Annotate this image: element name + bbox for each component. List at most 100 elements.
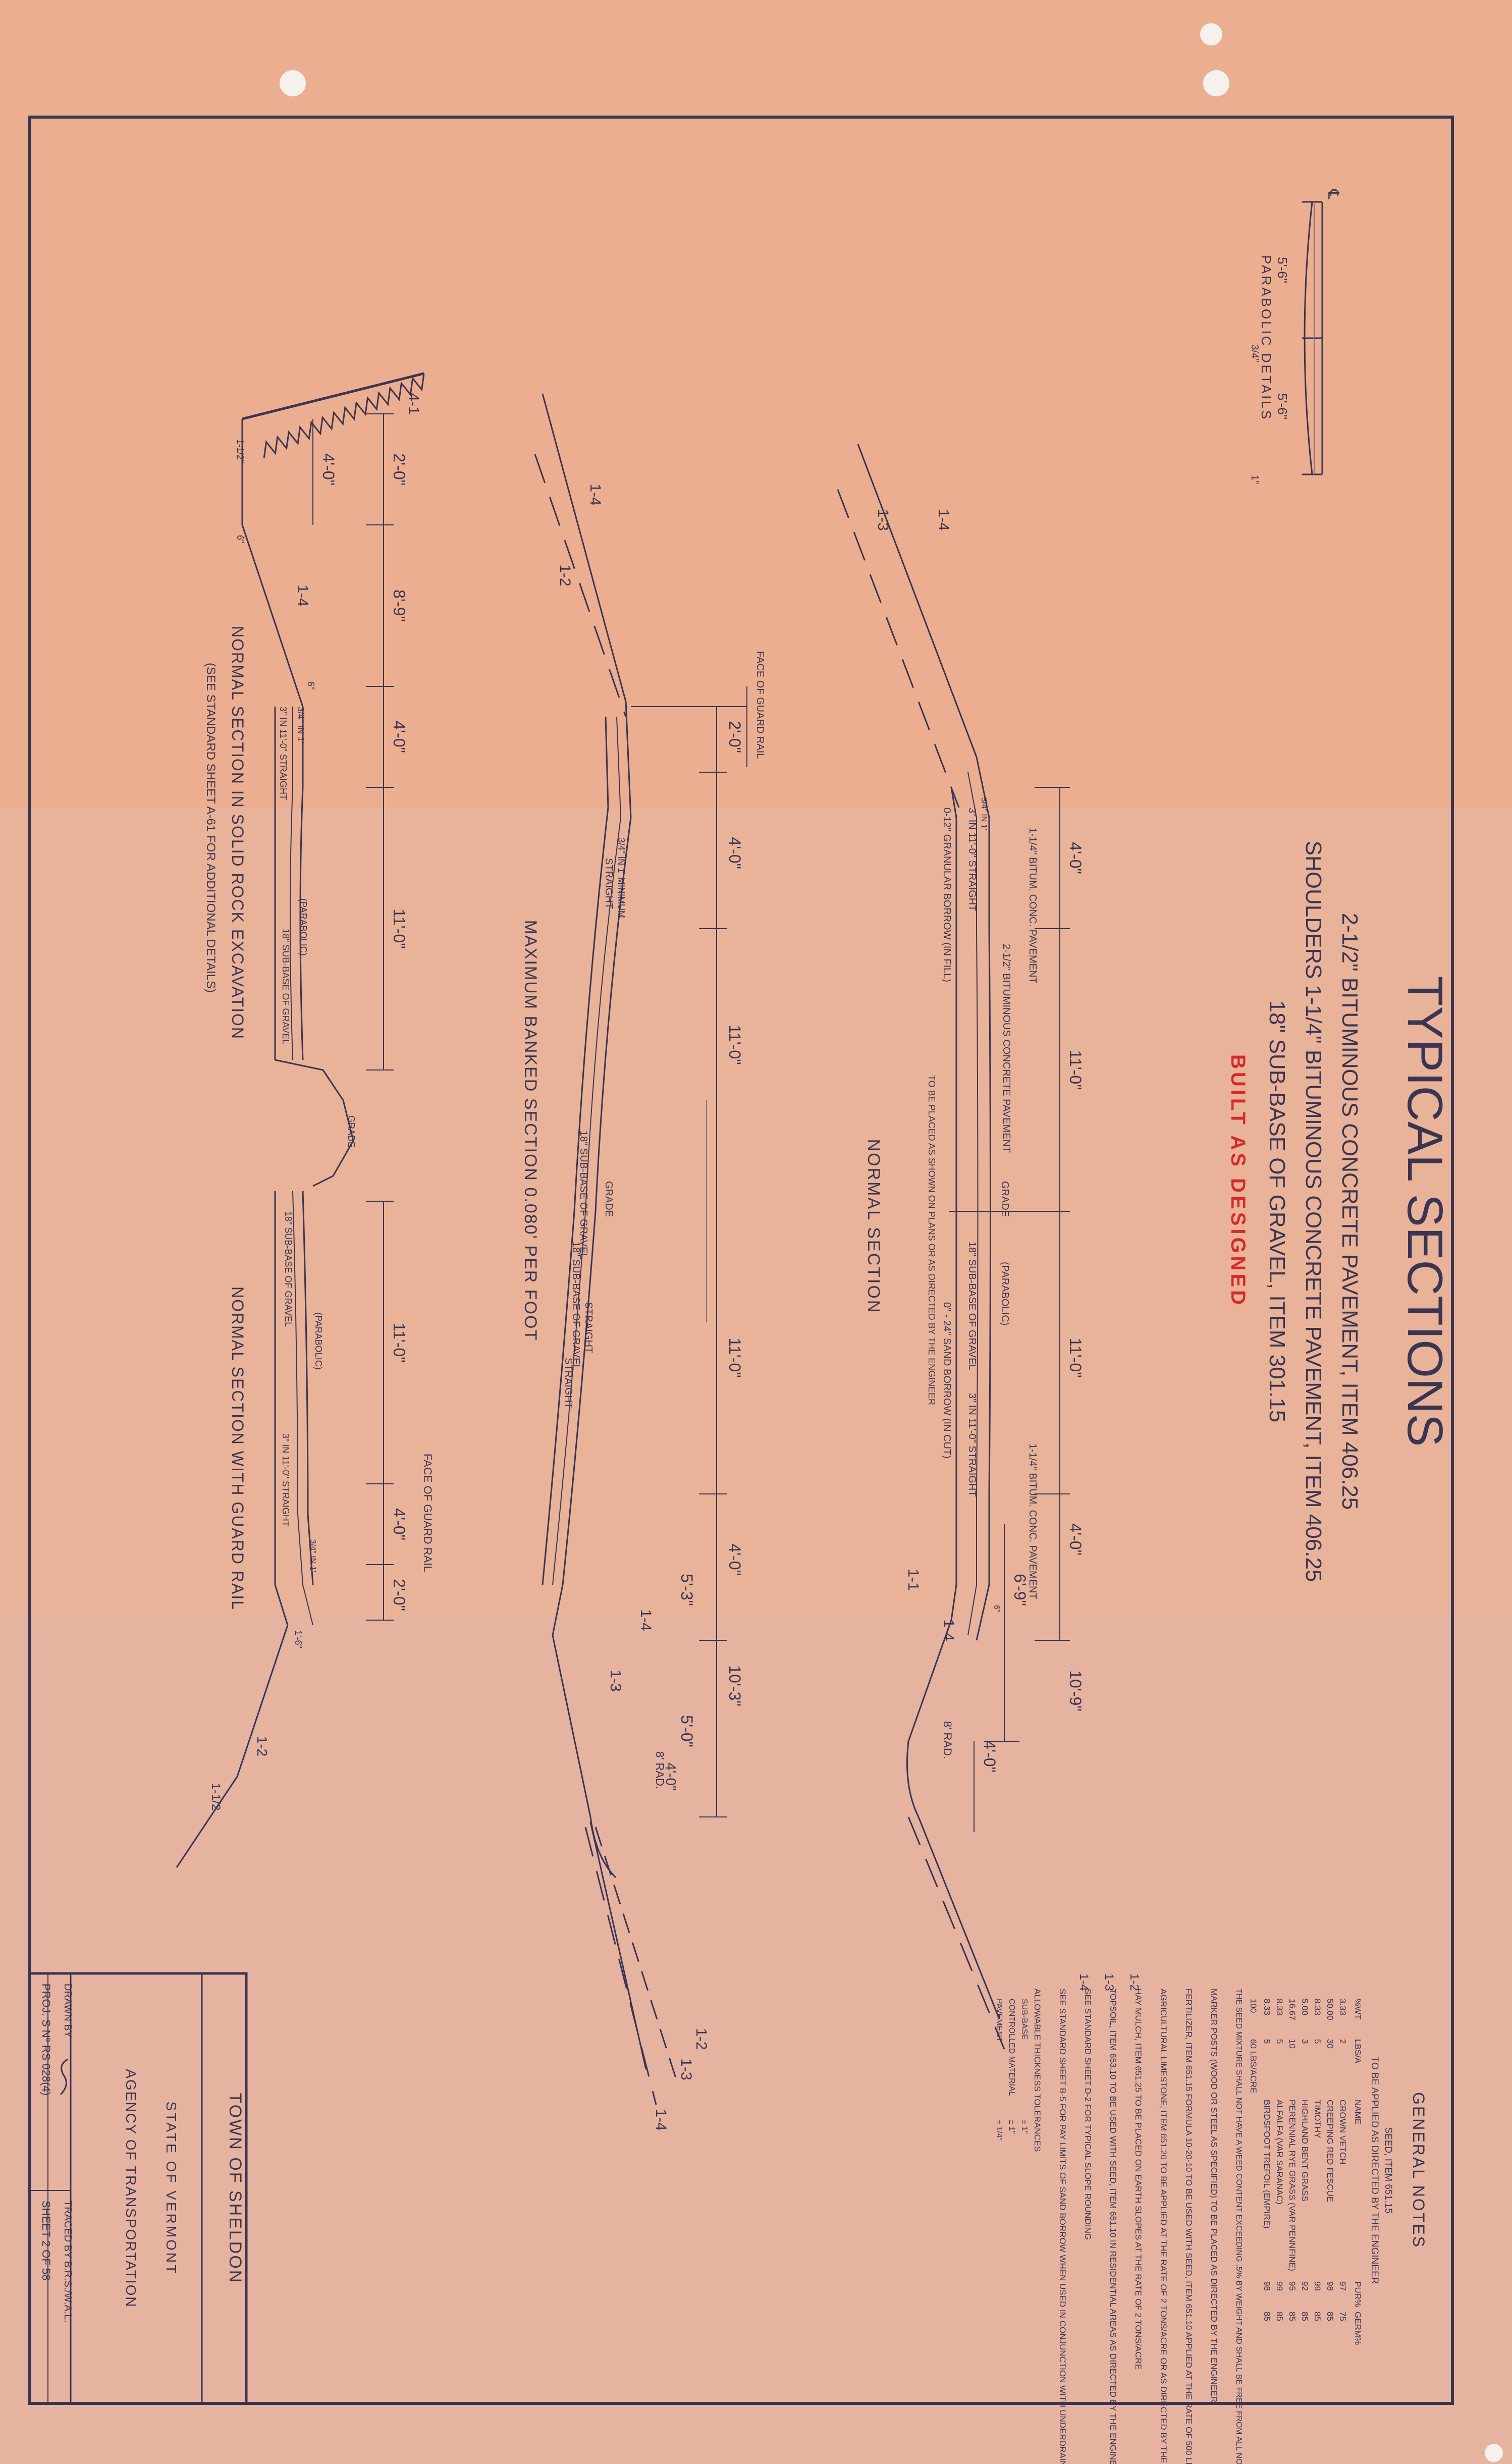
seed-row-1-lbs: 30 [1325,2039,1335,2049]
normal-callout-2: 3" IN 11'-0" STRAIGHT [966,808,978,911]
normal-slope-left-dashed [837,489,960,808]
seed-row-0-lbs: 2 [1338,2039,1347,2044]
title-line1: 2-1/2" BITUMINOUS CONCRETE PAVEMENT, ITE… [1337,913,1362,1510]
seed-row-4-pur: 95 [1287,2281,1297,2291]
banked-dim-2: 11'-0" [726,1025,744,1064]
banked-slope-1: 1-2 [557,564,573,586]
normal-callout-0: 1-1/4" BITUM. CONC. PAVEMENT [1027,828,1038,984]
normal-slope-0: 1-4 [935,509,952,530]
title-block-town: TOWN OF SHELDON [226,2093,245,2284]
banked-dim-5: 5'-3" [678,1574,696,1606]
title-group: TYPICAL SECTIONS [1397,976,1453,1447]
banked-slope-right [552,1635,591,1817]
seed-row-6-pct: 8.33 [1262,1999,1272,2015]
seed-row-6-lbs: 5 [1262,2039,1272,2044]
normal-section: 4'-0" 11'-0" 11'-0" 4'-0" 6'-9" 10'-9" 4… [837,444,1085,2050]
seed-row-1-pct: 50.00 [1325,1999,1335,2020]
note-hay-mulch: HAY MULCH, ITEM 651.25 TO BE PLACED ON E… [1133,1989,1143,2370]
seed-row-2-pct: 8.33 [1313,1999,1322,2015]
banked-callout-7: STRAIGHT [563,1358,574,1409]
normal-section-label: NORMAL SECTION [864,1139,883,1314]
banked-slope-3: 1-3 [607,1670,624,1691]
title-block-traced-by: TRACED BY B.R.S./W.A.L. [62,2201,73,2323]
seed-header-2: NAME [1353,2100,1363,2124]
banked-subbase [542,716,609,1585]
title-line2-group: SHOULDERS 1-1/4" BITUMINOUS CONCRETE PAV… [1301,841,1326,1582]
banked-callout-5: 18" SUB-BASE OF GRAVEL [570,1242,581,1370]
guardrail-callout-2: (PARABOLIC) [313,1312,323,1370]
normal-slope-left [857,444,978,758]
banked-dim-6: 10'-3" [726,1665,744,1706]
notes-slope-tag-1: 1-3 [1102,1973,1116,1991]
normal-callout-12: 3/4" IN 1' [980,797,988,830]
rock-dim-3: 4'-0" [390,721,408,753]
tolerance-2-value: ± 1/4" [995,2120,1003,2140]
title-block-agency: AGENCY OF TRANSPORTATION [123,2069,139,2308]
guardrail-callout-5: 1'-6" [293,1630,303,1648]
seed-row-5-germ: 85 [1275,2312,1284,2321]
seed-row-3-pur: 92 [1300,2281,1310,2291]
banked-slope-6: 1-4 [653,2109,669,2130]
banked-slope-2: 1-4 [637,1609,654,1631]
banked-dim-1: 4'-0" [726,837,744,869]
rock-hatch [263,373,425,458]
seed-row-1-name: CREEPING RED FESCUE [1325,2100,1335,2202]
title-block-drawn-by: DRAWN BY [62,1984,73,2038]
seed-row-2-pur: 99 [1313,2281,1322,2291]
notes-slope-tag-2: 1-4 [1077,1973,1091,1991]
built-as-designed-stamp: BUILT AS DESIGNED [1227,1054,1249,1308]
notes-heading: GENERAL NOTES [1410,2092,1428,2248]
rock-section-note: (SEE STANDARD SHEET A-61 FOR ADDITIONAL … [204,663,218,993]
paper-tint-bottom [0,1615,1512,2464]
normal-slope-2: 1-1 [905,1569,922,1590]
parabolic-right-dim: 5'-6" [1275,393,1290,419]
seed-row-6-name: BIRDSFOOT TREFOIL (EMPIRE) [1262,2100,1272,2229]
rock-callout-7: GRADE [346,1115,356,1148]
seed-row-0-pct: 3.33 [1338,1999,1347,2015]
note-topsoil: TOPSOIL, ITEM 653.10 TO BE USED WITH SEE… [1108,1989,1118,2464]
seed-row-5-pct: 8.33 [1275,1999,1284,2015]
sheet-border [28,116,1454,2405]
banked-surface [552,701,632,1636]
seed-row-0-name: CROWN VETCH [1338,2100,1347,2164]
banked-callout-1: 3/4" IN 1' MINIMUM [616,838,626,918]
guardrail-slope-1: 1-1/2 [209,1783,223,1811]
rock-face [242,372,424,420]
tolerance-2-name: PAVEMENT [995,1999,1003,2042]
title-line3-group: 18" SUB-BASE OF GRAVEL, ITEM 301.15 [1265,1000,1289,1422]
title-line3: 18" SUB-BASE OF GRAVEL, ITEM 301.15 [1265,1000,1289,1422]
banked-slope-outer-dashed-2 [595,1827,677,2080]
note-limestone: AGRICULTURAL LIMESTONE, ITEM 651.20 TO B… [1159,1989,1168,2464]
tolerance-0-name: SUB-BASE [1020,1999,1029,2040]
banked-dim-8: 4'-0" [663,1762,679,1791]
title-block-frame [28,1972,248,2405]
seed-header-0: %WT [1353,1999,1363,2020]
notes-slope-tag-0: 1-2 [1127,1973,1141,1991]
seed-header-4: GERM% [1353,2312,1363,2345]
note-slope-rounding: SEE STANDARD SHEET D-2 FOR TYPICAL SLOPE… [1083,1989,1093,2240]
punch-hole [1200,23,1222,45]
title-main: TYPICAL SECTIONS [1397,976,1453,1447]
guardrail-dim-2: 2'-0" [390,1579,408,1611]
seed-row-4-name: PERENNIAL RYE GRASS (VAR PENNFINE) [1287,2100,1297,2271]
rock-callout-3: 3/4" IN 1' [296,707,306,743]
parabolic-details: 5'-6" 5'-6" ℄ 3/4" 1" PARABOLIC DETAILS [1249,189,1341,484]
banked-callout-8: 8' RAD. [654,1751,666,1789]
banked-section: 2'-0" 4'-0" 11'-0" 11'-0" 4'-0" 5'-3" 10… [521,393,766,2131]
banked-slope-4: 1-2 [693,2028,710,2050]
title-block-state: STATE OF VERMONT [164,2102,179,2276]
rock-dim-0: 2'-0" [390,453,408,486]
normal-dim-1: 11'-0" [1066,1050,1085,1090]
seed-row-0-pur: 97 [1338,2281,1347,2291]
seed-row-7-lbs: 60 LBS/ACRE [1249,2039,1258,2094]
note-sand-borrow: SEE STANDARD SHEET B-5 FOR PAY LIMITS OF… [1058,1989,1067,2464]
seed-row-4-germ: 85 [1287,2312,1297,2321]
banked-callout-2: STRAIGHT [603,858,614,909]
seed-note: THE SEED MIXTURE SHALL NOT HAVE A WEED C… [1234,1989,1243,2464]
banked-slope-5: 1-3 [678,2058,694,2080]
normal-slope-right [917,1816,1000,2019]
rock-slope [241,524,304,707]
guardrail-surface [302,1191,314,1585]
normal-callout-1: 2-1/2" BITUMINOUS CONCRETE PAVEMENT [1001,944,1012,1153]
